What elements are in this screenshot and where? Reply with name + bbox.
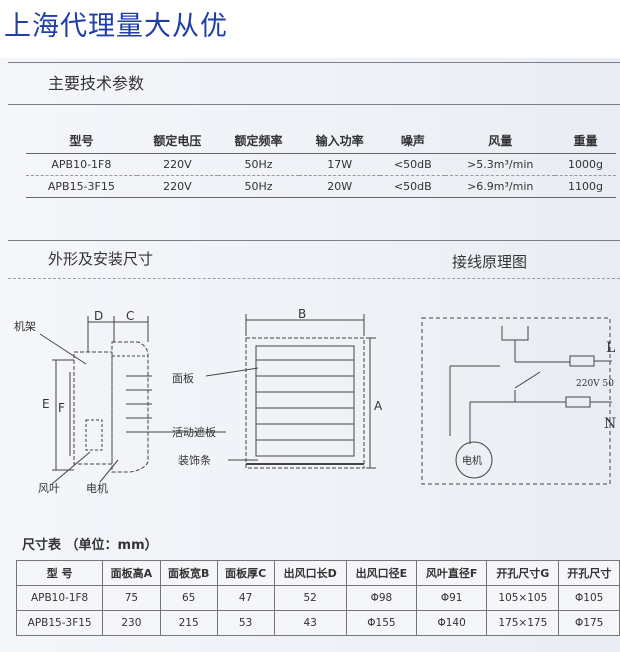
dim-label-e: E: [42, 397, 50, 411]
dims-col-f: 风叶直径F: [416, 560, 488, 586]
cell: 75: [102, 585, 161, 611]
dims-col-b: 面板宽B: [159, 560, 218, 586]
cell: Φ91: [416, 585, 488, 611]
wiring-diagram: [421, 317, 612, 485]
cell: 43: [273, 610, 347, 636]
dims-col-e: 出风口径E: [345, 560, 418, 586]
cell: >6.9m³/min: [445, 175, 556, 198]
dims-header-row: 型 号 面板高A 面板宽B 面板厚C 出风口长D 出风口径E 风叶直径F 开孔尺…: [15, 560, 620, 586]
dims-col-c: 面板厚C: [216, 560, 275, 586]
cell: 1100g: [555, 175, 616, 198]
fan-front-view: [148, 314, 376, 469]
cell: 52: [273, 585, 347, 611]
wiring-n-label: N: [604, 416, 616, 432]
cell: 50Hz: [217, 175, 300, 198]
rule-specs: [8, 104, 620, 105]
dims-col-hole: 开孔尺寸: [558, 560, 620, 586]
dim-label-f: F: [58, 401, 65, 415]
cell: 175×175: [486, 610, 560, 636]
cell: 1000g: [555, 153, 616, 176]
cell: 105×105: [486, 585, 560, 611]
rule-drawing: [8, 240, 620, 241]
page-title: 上海代理量大从优: [4, 11, 228, 42]
dims-heading: 尺寸表 （单位：mm）: [22, 538, 158, 553]
cell: >5.3m³/min: [445, 153, 556, 176]
cell: APB10-1F8: [26, 153, 137, 176]
cell: 53: [216, 610, 275, 636]
dims-col-model: 型 号: [15, 560, 104, 586]
cell: 215: [159, 610, 218, 636]
cell: <50dB: [380, 153, 446, 176]
specs-col-power: 输入功率: [299, 128, 381, 154]
label-panel: 面板: [172, 371, 194, 385]
specs-header-row: 型号 额定电压 额定频率 输入功率 噪声 风量 重量: [26, 128, 616, 154]
cell: Φ175: [558, 610, 620, 636]
cell: 17W: [299, 153, 381, 176]
specs-table: 型号 额定电压 额定频率 输入功率 噪声 风量 重量 APB10-1F8 220…: [26, 128, 616, 198]
cell: 50Hz: [217, 153, 300, 176]
cell: Φ98: [345, 585, 418, 611]
drawing-heading: 外形及安装尺寸: [48, 250, 154, 268]
label-frame: 机架: [14, 319, 36, 333]
specs-col-voltage: 额定电压: [136, 128, 218, 154]
specs-col-model: 型号: [26, 128, 137, 154]
dims-col-g: 开孔尺寸G: [486, 560, 560, 586]
cell: 230: [102, 610, 161, 636]
wiring-motor-label: 电机: [462, 454, 482, 467]
dim-label-a: A: [374, 399, 383, 413]
label-trim: 装饰条: [178, 453, 211, 467]
table-row: APB15-3F15 230 215 53 43 Φ155 Φ140 175×1…: [15, 610, 620, 636]
table-row: APB10-1F8 220V 50Hz 17W <50dB >5.3m³/min…: [26, 153, 616, 176]
table-row: APB10-1F8 75 65 47 52 Φ98 Φ91 105×105 Φ1…: [15, 585, 620, 611]
wiring-heading: 接线原理图: [452, 253, 528, 271]
rule-top: [8, 62, 620, 63]
dims-col-d: 出风口长D: [273, 560, 347, 586]
cell: <50dB: [380, 175, 446, 198]
fan-side-view: [39, 316, 152, 485]
rule-drawing-dashed: [8, 278, 620, 279]
specs-col-airflow: 风量: [445, 128, 556, 154]
specs-col-frequency: 额定频率: [217, 128, 300, 154]
cell: APB15-3F15: [26, 175, 137, 198]
cell: 47: [216, 585, 275, 611]
cell: 20W: [299, 175, 381, 198]
table-row: APB15-3F15 220V 50Hz 20W <50dB >6.9m³/mi…: [26, 175, 616, 198]
specs-heading: 主要技术参数: [48, 74, 145, 93]
cell: 220V: [136, 153, 218, 176]
cell: 220V: [136, 175, 218, 198]
wiring-l-label: L: [606, 340, 615, 356]
specs-col-weight: 重量: [555, 128, 616, 154]
specs-col-noise: 噪声: [380, 128, 446, 154]
cell: APB10-1F8: [15, 585, 104, 611]
dims-table: 型 号 面板高A 面板宽B 面板厚C 出风口长D 出风口径E 风叶直径F 开孔尺…: [15, 560, 620, 636]
cell: Φ105: [558, 585, 620, 611]
label-blade: 风叶: [38, 482, 60, 495]
cell: 65: [159, 585, 218, 611]
dim-label-d: D: [94, 309, 103, 323]
cell: Φ155: [345, 610, 418, 636]
cell: Φ140: [416, 610, 488, 636]
dims-col-a: 面板高A: [102, 560, 161, 586]
dim-label-c: C: [126, 309, 134, 323]
label-motor: 电机: [86, 481, 108, 495]
cell: APB15-3F15: [15, 610, 104, 636]
label-shutter: 活动遮板: [172, 425, 216, 439]
dim-label-b: B: [298, 307, 306, 321]
wiring-supply-label: 220V 50: [576, 379, 614, 389]
